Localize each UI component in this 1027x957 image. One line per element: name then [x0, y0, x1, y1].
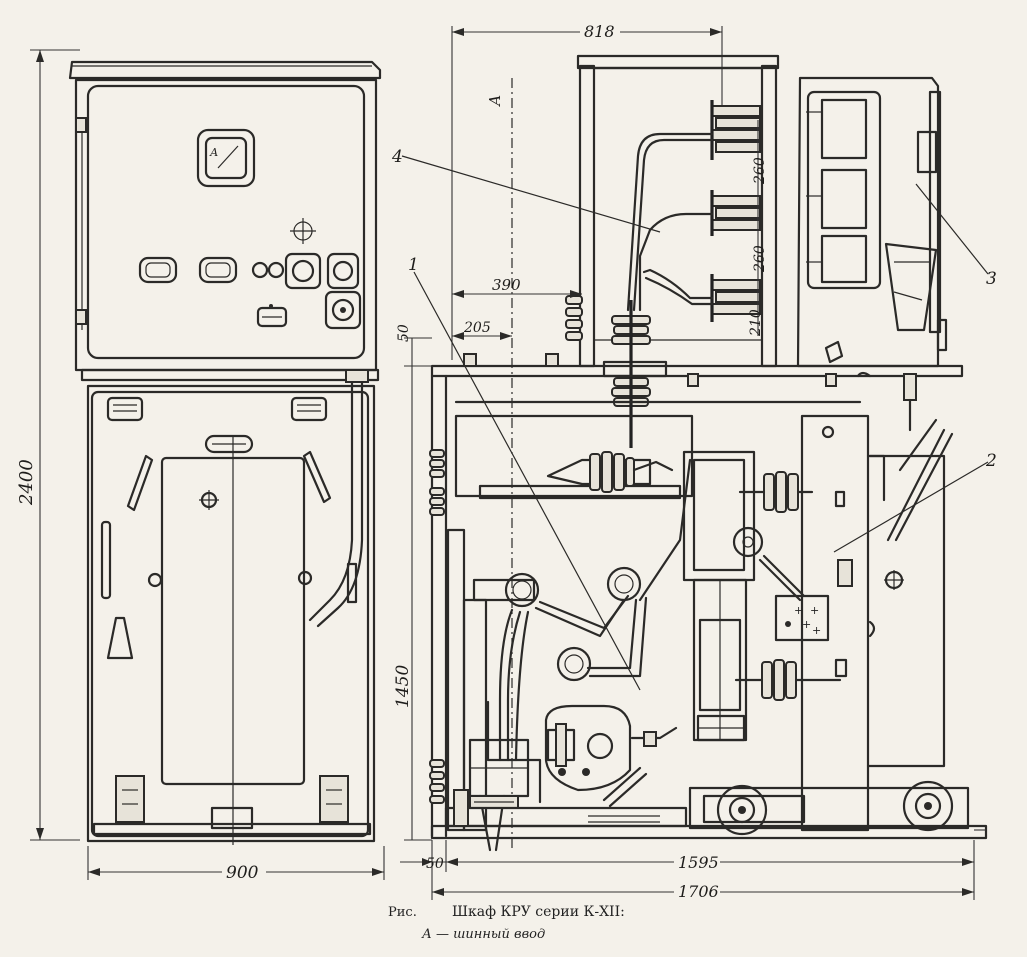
dim-height-2400: 2400 [16, 49, 80, 841]
caption-line2: А — шинный ввод [421, 927, 545, 942]
left-wall-insulators [429, 449, 445, 804]
dim-vertical-left: 50 1450 [393, 324, 432, 841]
callouts: 4 1 3 2 [391, 147, 997, 691]
svg-text:+: + [794, 604, 803, 617]
current-transformers [486, 458, 692, 804]
front-panel-controls [138, 218, 362, 330]
caption-line1: Шкаф КРУ серии К-XII: [452, 904, 625, 920]
circuit-breaker [682, 450, 764, 742]
callout-4: 4 [391, 147, 403, 167]
relay-compartment-3 [796, 76, 948, 368]
svg-text:+: + [810, 604, 819, 617]
svg-text:+: + [802, 618, 811, 631]
through-bushing [602, 300, 668, 448]
dim-818-text: 818 [584, 22, 615, 41]
dim-205-text: 205 [463, 320, 491, 336]
callout-3: 3 [986, 269, 997, 289]
dim-1450-text: 1450 [393, 665, 413, 708]
front-view: 2400 А [16, 49, 385, 883]
letter-a-top: А [486, 95, 504, 107]
callout-2: 2 [985, 451, 997, 471]
svg-text:+: + [812, 624, 821, 637]
dim-900-text: 900 [226, 863, 259, 883]
pitch-210: 210 [748, 309, 764, 337]
ammeter-letter: А [209, 146, 218, 159]
breaker-upper-contacts [546, 451, 814, 513]
dim-width-900: 900 [87, 846, 385, 883]
dim-50-bottom-text: 50 [426, 856, 444, 872]
dim-2400-text: 2400 [16, 459, 37, 506]
dim-top-818: 818 [451, 20, 723, 360]
withdrawable-truck-2: + + + + [734, 414, 954, 832]
side-view: 818 А [391, 20, 997, 901]
dim-390-205: 390 205 [452, 276, 582, 340]
dim-1595-text: 1595 [678, 853, 719, 872]
busbar-insulators [626, 100, 761, 322]
lower-mechanism [468, 704, 678, 852]
base-and-wheels [430, 780, 988, 840]
busbar-pitch-dims: 260 260 210 [748, 120, 768, 337]
pitch-260-a: 260 [752, 157, 768, 185]
dim-390-text: 390 [492, 276, 521, 294]
dim-1706-text: 1706 [678, 882, 719, 901]
dim-bottom: 1595 50 1706 [400, 829, 986, 901]
callout-1: 1 [408, 255, 419, 275]
pitch-260-b: 260 [752, 245, 768, 273]
ammeter: А [196, 128, 256, 188]
dim-50-top-text: 50 [396, 324, 412, 342]
figure-caption: Рис. Шкаф КРУ серии К-XII: А — шинный вв… [388, 904, 625, 942]
caption-prefix: Рис. [388, 905, 417, 920]
